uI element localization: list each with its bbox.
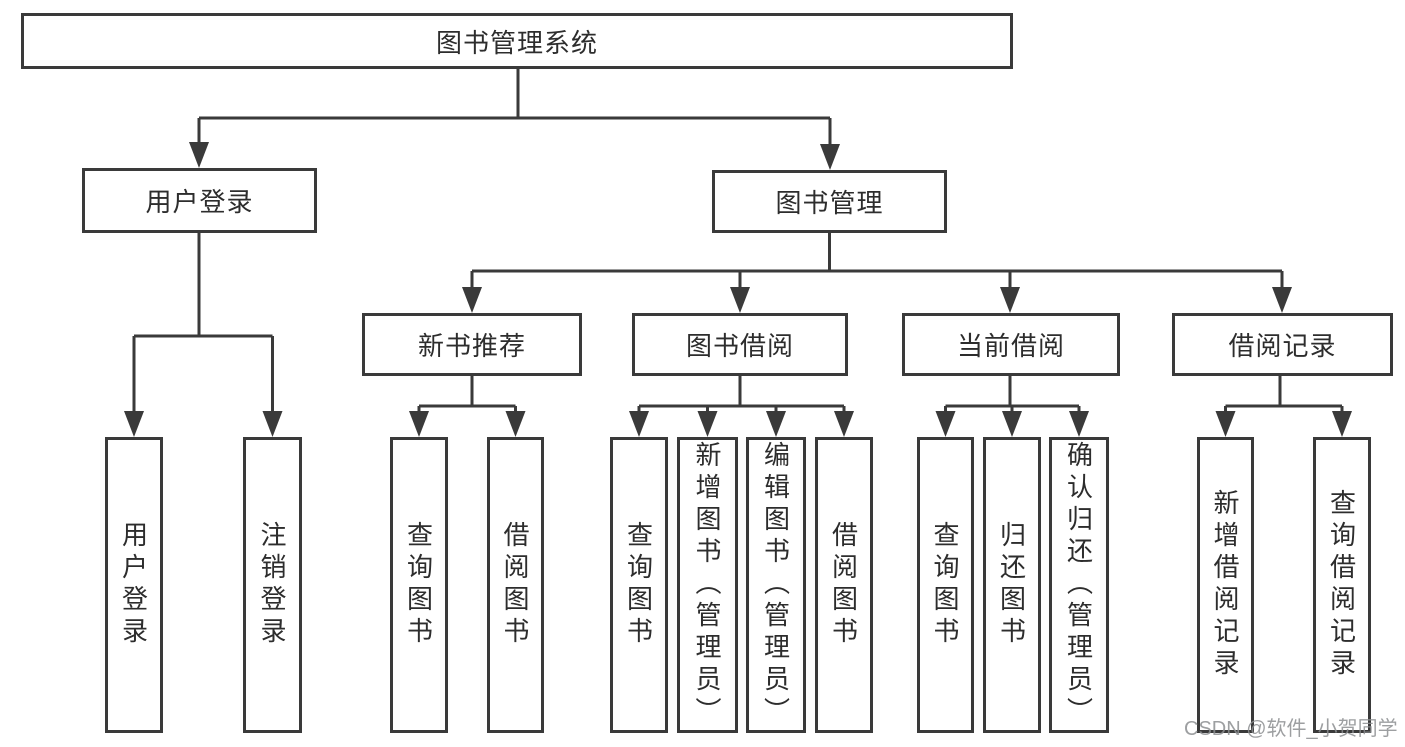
node-current-borrowing: 当前借阅 xyxy=(902,313,1120,376)
leaf-label: 查询借阅记录 xyxy=(1326,489,1357,681)
leaf-label: 编辑图书（管理员） xyxy=(760,441,791,729)
leaf-query-books-recommend: 查询图书 xyxy=(390,437,448,733)
leaf-add-book-admin: 新增图书（管理员） xyxy=(677,437,738,733)
leaf-label: 新增借阅记录 xyxy=(1210,489,1240,681)
node-new-book-recommendation: 新书推荐 xyxy=(362,313,582,376)
leaf-label: 查询图书 xyxy=(403,521,434,649)
leaf-return-books: 归还图书 xyxy=(983,437,1041,733)
leaf-query-books-borrow: 查询图书 xyxy=(610,437,668,733)
node-label: 新书推荐 xyxy=(417,331,526,361)
leaf-label: 注销登录 xyxy=(257,521,287,649)
leaf-label: 借阅图书 xyxy=(828,521,859,649)
leaf-label: 用户登录 xyxy=(118,521,149,649)
leaf-confirm-return-admin: 确认归还（管理员） xyxy=(1049,437,1109,733)
leaf-logout: 注销登录 xyxy=(243,437,302,733)
leaf-user-login: 用户登录 xyxy=(105,437,163,733)
csdn-watermark: CSDN @软件_小贺同学 xyxy=(1184,718,1398,740)
leaf-label: 查询图书 xyxy=(623,521,654,649)
arrowheads xyxy=(124,142,1352,437)
node-label: 当前借阅 xyxy=(956,331,1065,361)
leaf-edit-book-admin: 编辑图书（管理员） xyxy=(746,437,806,733)
leaf-borrow-books-recommend: 借阅图书 xyxy=(487,437,544,733)
leaf-query-books-current: 查询图书 xyxy=(917,437,974,733)
node-library-management-system: 图书管理系统 xyxy=(21,13,1013,69)
node-label: 图书管理 xyxy=(775,188,884,218)
leaf-label: 借阅图书 xyxy=(500,521,530,649)
leaf-add-borrow-record: 新增借阅记录 xyxy=(1197,437,1254,733)
leaf-borrow-books: 借阅图书 xyxy=(815,437,873,733)
node-label: 图书借阅 xyxy=(685,331,794,361)
node-label: 借阅记录 xyxy=(1228,331,1337,361)
leaf-label: 确认归还（管理员） xyxy=(1063,441,1094,729)
node-label: 图书管理系统 xyxy=(435,27,598,58)
leaf-label: 归还图书 xyxy=(996,521,1027,649)
node-user-login: 用户登录 xyxy=(82,168,317,233)
node-borrowing-records: 借阅记录 xyxy=(1172,313,1393,376)
node-label: 用户登录 xyxy=(145,187,254,217)
leaf-label: 新增图书（管理员） xyxy=(692,441,722,729)
node-book-borrowing: 图书借阅 xyxy=(632,313,848,376)
leaf-label: 查询图书 xyxy=(930,521,960,649)
leaf-query-borrow-record: 查询借阅记录 xyxy=(1313,437,1371,733)
node-book-management: 图书管理 xyxy=(712,170,947,233)
